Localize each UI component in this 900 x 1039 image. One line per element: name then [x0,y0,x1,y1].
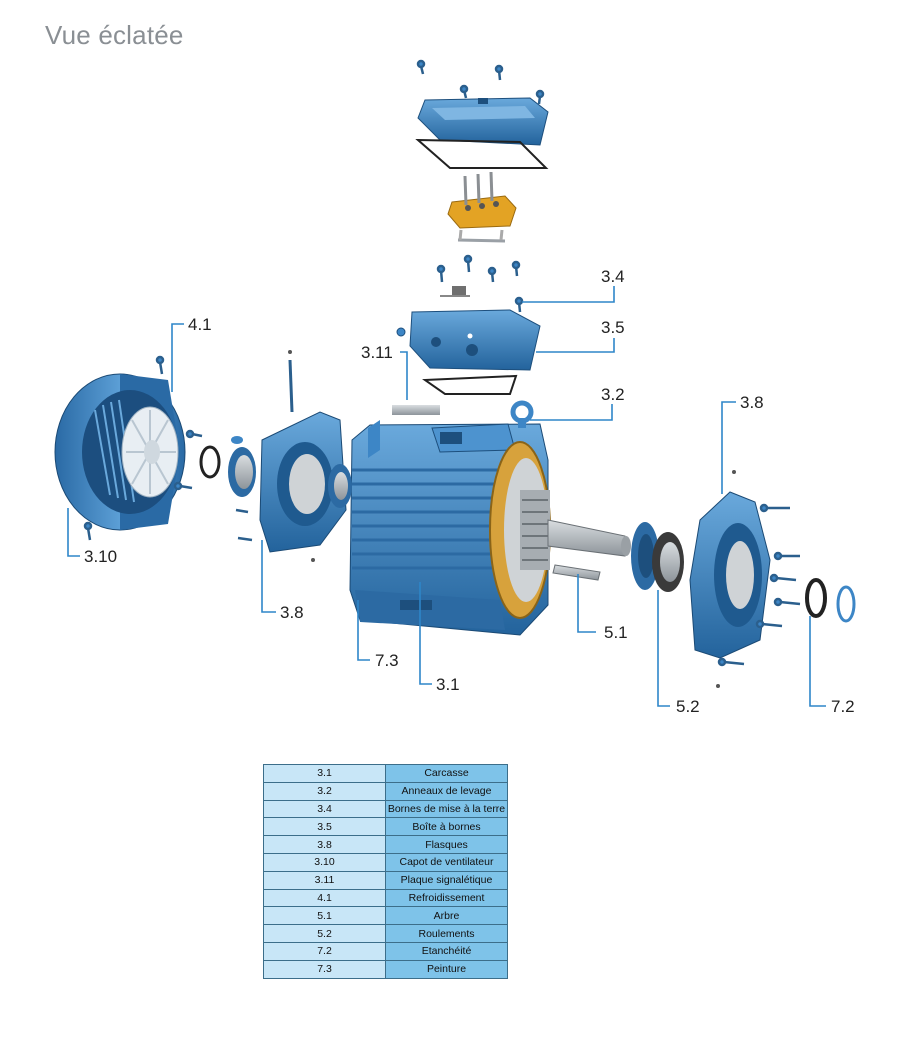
callout-3-1: 3.1 [436,675,460,694]
callout-7-2: 7.2 [831,697,855,716]
lifting-eye [510,400,534,428]
callout-3-5: 3.5 [601,318,625,337]
legend-code: 5.1 [263,906,386,926]
callout-5-1: 5.1 [604,623,628,642]
endshield-left [259,350,347,562]
callout-5-2: 5.2 [676,697,700,716]
box-screws [436,254,524,313]
bearing-cap-right [631,522,659,590]
earth-terminal [440,286,470,297]
legend-part-name: Etanchéité [385,941,508,961]
nameplate [392,405,440,415]
legend-part-name: Flasques [385,835,508,854]
leader-3-11 [400,351,408,400]
page-title: Vue éclatée [45,20,184,50]
legend-part-name: Boîte à bornes [385,817,508,837]
rotor [520,490,550,570]
legend-code: 3.10 [263,852,386,872]
leader-3-1 [419,582,432,685]
legend-code: 4.1 [263,888,386,908]
shaft-key [552,564,601,581]
legend-part-name: Capot de ventilateur [385,852,508,872]
legend-part-name: Anneaux de levage [385,781,508,801]
legend-code: 3.8 [263,835,386,854]
legend-code: 3.1 [263,764,386,783]
cover-screws [416,59,545,105]
leader-3-8-left [261,540,276,613]
callout-3-11: 3.11 [361,343,393,362]
bearing-left [228,447,256,497]
terminal-box [396,309,541,371]
leader-3-2 [530,404,613,421]
cover-gasket [415,138,549,169]
box-gasket [422,374,518,395]
seal-left [199,436,243,479]
legend-code: 7.3 [263,959,386,979]
legend-part-name: Carcasse [385,764,508,783]
legend-part-name: Plaque signalétique [385,870,508,890]
callout-7-3: 7.3 [375,651,399,670]
endshield-right [689,470,771,688]
legend-code: 3.2 [263,781,386,801]
legend-part-name: Bornes de mise à la terre [385,799,508,819]
leader-7-3 [357,600,370,661]
legend-part-name: Arbre [385,906,508,926]
callout-3-8-right: 3.8 [740,393,764,412]
cooling-fan [121,406,179,498]
legend-code: 3.11 [263,870,386,890]
terminal-links [457,229,506,243]
leader-3-10 [67,508,80,557]
leader-4-1 [171,323,184,392]
fan-cover-screws [83,355,203,541]
leader-5-1 [577,574,596,633]
shaft [547,519,631,557]
endshield-left-bolts [235,508,253,542]
terminal-box-cover [417,97,549,146]
leader-5-2 [657,590,670,707]
legend-code: 7.2 [263,941,386,961]
leader-3-8-right [721,401,736,494]
endshield-right-bolts [717,503,801,667]
legend-part-name: Peinture [385,959,508,979]
bearing-right [652,532,684,592]
callout-3-4: 3.4 [601,267,625,286]
terminal-block [447,171,517,229]
legend-part-name: Roulements [385,924,508,943]
callout-3-8-left: 3.8 [280,603,304,622]
legend-code: 3.4 [263,799,386,819]
legend-code: 5.2 [263,924,386,943]
bearing-left-inner [328,464,352,508]
leader-3-5 [536,338,615,353]
exploded-view-diagram: 3.4 3.5 3.11 3.2 3.8 4.1 3.10 3.8 7.3 3.… [54,59,856,716]
leader-lines [67,286,826,707]
leader-7-2 [809,616,826,707]
seal-right [805,578,856,623]
legend-part-name: Refroidissement [385,888,508,908]
legend-code: 3.5 [263,817,386,837]
leader-3-4 [522,286,615,303]
callout-4-1: 4.1 [188,315,212,334]
callout-3-2: 3.2 [601,385,625,404]
callout-3-10: 3.10 [84,547,117,566]
